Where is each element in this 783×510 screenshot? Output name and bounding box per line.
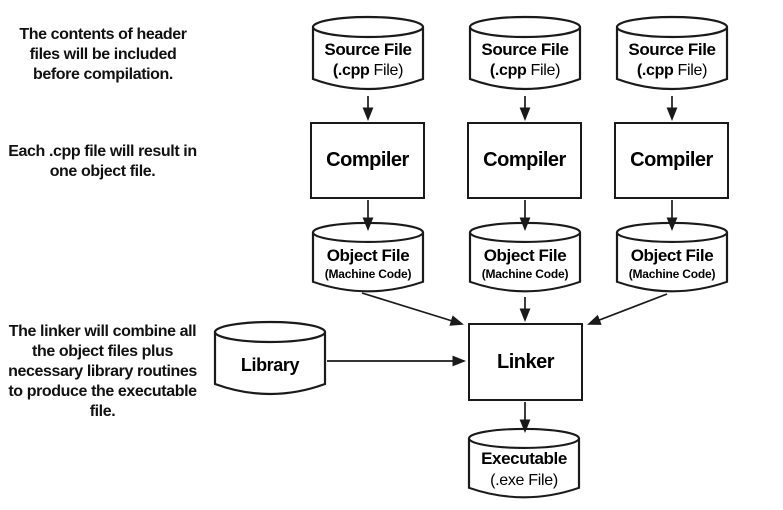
object-file-title: Object File (326, 246, 410, 265)
file-word-label: File) (373, 61, 404, 79)
annotation-linker: The linker will combine all the object f… (8, 323, 197, 420)
source-file-title: Source File (481, 39, 569, 59)
cpp-extension-label: (.cpp (489, 61, 527, 79)
object-file-cylinder-2: Object File (Machine Code) (468, 221, 582, 297)
cylinder-shape (615, 15, 729, 91)
compiler-label: Compiler (326, 149, 409, 171)
compiler-box-3: Compiler (614, 122, 729, 199)
compiler-label: Compiler (630, 149, 713, 171)
linker-label: Linker (496, 350, 555, 373)
arrow-object3-to-linker (587, 293, 668, 325)
object-file-subtitle: (Machine Code) (628, 267, 716, 281)
executable-cylinder: Executable (.exe File) (467, 427, 581, 503)
annotation-header-files: The contents of header files will be inc… (19, 26, 187, 83)
library-cylinder: Library (213, 320, 327, 400)
cylinder-shape (311, 221, 425, 293)
cylinder-shape (468, 15, 582, 91)
cpp-extension-label: (.cpp (636, 61, 674, 79)
executable-subtitle: (.exe File) (490, 472, 558, 489)
compiler-label: Compiler (483, 149, 566, 171)
source-file-title: Source File (324, 39, 412, 59)
object-file-title: Object File (630, 246, 714, 265)
cylinder-shape (468, 221, 582, 293)
object-file-title: Object File (483, 246, 567, 265)
file-word-label: File) (677, 61, 708, 79)
compiler-box-2: Compiler (467, 122, 582, 199)
executable-title: Executable (481, 449, 567, 468)
cpp-extension-label: (.cpp (332, 61, 370, 79)
annotation-object-files: Each .cpp file will result in one object… (8, 143, 197, 180)
file-word-label: File) (530, 61, 561, 79)
object-file-subtitle: (Machine Code) (324, 267, 412, 281)
library-label: Library (240, 354, 300, 375)
linker-box: Linker (468, 323, 583, 401)
compiler-box-1: Compiler (310, 122, 425, 199)
object-file-subtitle: (Machine Code) (481, 267, 569, 281)
source-file-title: Source File (628, 39, 716, 59)
arrow-object1-to-linker (361, 292, 464, 326)
object-file-cylinder-3: Object File (Machine Code) (615, 221, 729, 297)
cylinder-shape (311, 15, 425, 91)
object-file-cylinder-1: Object File (Machine Code) (311, 221, 425, 297)
cylinder-shape (615, 221, 729, 293)
cylinder-shape (213, 320, 327, 396)
